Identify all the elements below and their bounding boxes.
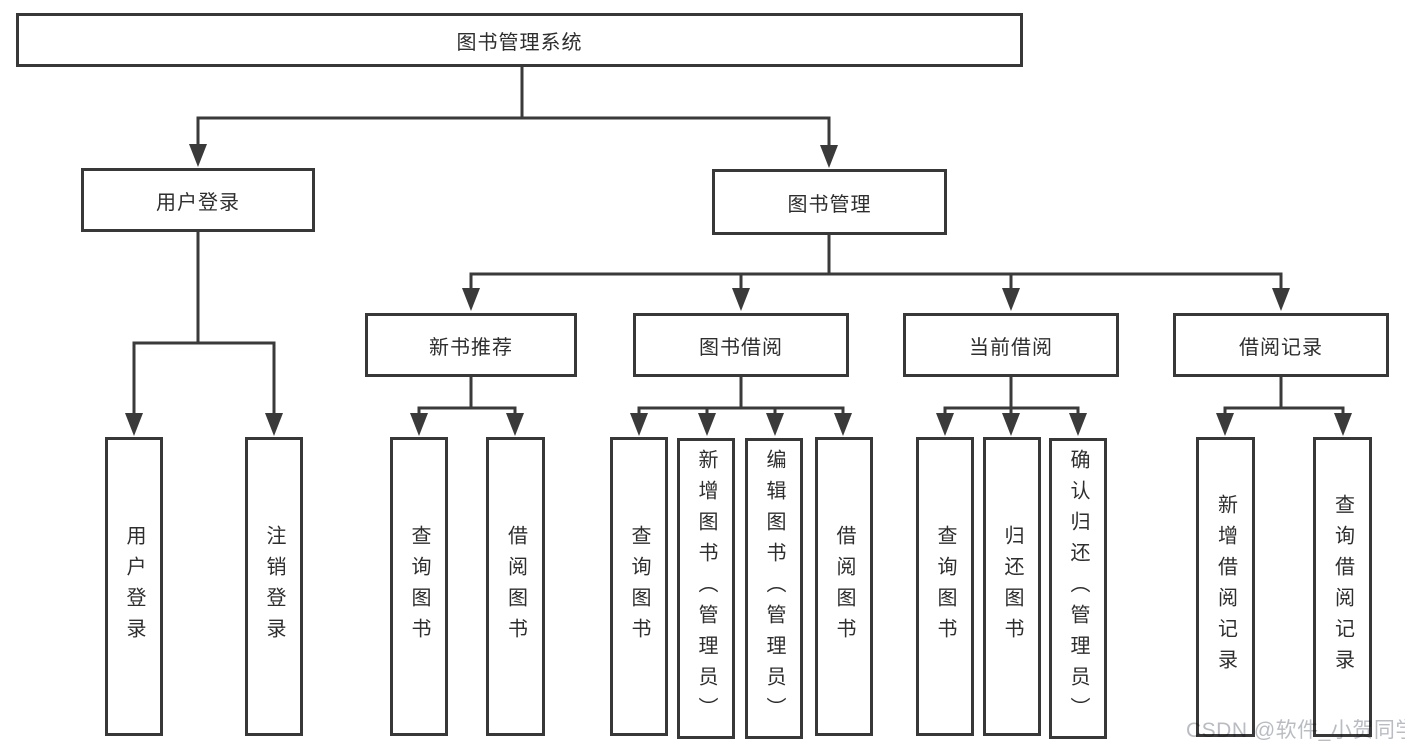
watermark-text: CSDN @软件_小贺同学: [1186, 719, 1405, 742]
leaf-borrow-book: 借阅图书: [815, 437, 873, 736]
leaf-record-query-label: 查询借阅记录: [1331, 494, 1354, 680]
leaf-current-confirm: 确认归还（管理员）: [1049, 438, 1107, 739]
leaf-borrow-book-label: 借阅图书: [833, 524, 855, 649]
leaf-current-query-label: 查询图书: [934, 524, 956, 649]
node-user-login-label: 用户登录: [156, 191, 240, 214]
leaf-borrow-add: 新增图书（管理员）: [677, 438, 735, 739]
node-new-books-label: 新书推荐: [429, 336, 513, 359]
connector-group-new-books: [410, 375, 524, 436]
leaf-record-add-label: 新增借阅记录: [1214, 494, 1237, 680]
node-book-mgmt: 图书管理: [712, 169, 947, 235]
leaf-borrow-add-label: 新增图书（管理员）: [695, 449, 717, 728]
node-user-login: 用户登录: [81, 168, 315, 232]
leaf-current-confirm-label: 确认归还（管理员）: [1067, 449, 1089, 728]
leaf-logout: 注销登录: [245, 437, 303, 736]
connector-group-root: [189, 65, 838, 168]
node-borrow-records: 借阅记录: [1173, 313, 1389, 377]
connector-group-current-borrow: [936, 375, 1087, 436]
connector-group-borrow-records: [1216, 375, 1352, 436]
node-root-label: 图书管理系统: [456, 31, 583, 54]
node-book-borrow-label: 图书借阅: [699, 336, 783, 359]
leaf-newbook-query-label: 查询图书: [408, 524, 430, 649]
leaf-user-login-label: 用户登录: [123, 524, 145, 649]
leaf-current-return: 归还图书: [983, 437, 1041, 736]
node-book-mgmt-label: 图书管理: [787, 193, 872, 216]
connector-group-user-login: [125, 230, 283, 436]
leaf-borrow-query-label: 查询图书: [628, 524, 650, 649]
leaf-record-add: 新增借阅记录: [1196, 437, 1255, 737]
node-current-borrow-label: 当前借阅: [969, 336, 1053, 359]
leaf-current-query: 查询图书: [916, 437, 974, 736]
leaf-borrow-edit: 编辑图书（管理员）: [745, 438, 803, 739]
node-book-borrow: 图书借阅: [633, 313, 849, 377]
node-new-books: 新书推荐: [365, 313, 577, 377]
node-current-borrow: 当前借阅: [903, 313, 1119, 377]
leaf-newbook-borrow: 借阅图书: [486, 437, 545, 736]
leaf-user-login: 用户登录: [105, 437, 163, 736]
node-root: 图书管理系统: [16, 13, 1023, 67]
node-borrow-records-label: 借阅记录: [1239, 336, 1323, 359]
leaf-record-query: 查询借阅记录: [1313, 437, 1372, 737]
leaf-current-return-label: 归还图书: [1001, 524, 1023, 649]
leaf-borrow-query: 查询图书: [610, 437, 668, 736]
leaf-logout-label: 注销登录: [263, 524, 285, 649]
leaf-newbook-query: 查询图书: [390, 437, 448, 736]
leaf-newbook-borrow-label: 借阅图书: [504, 524, 527, 649]
leaf-borrow-edit-label: 编辑图书（管理员）: [763, 449, 785, 728]
connector-group-book-mgmt: [462, 233, 1290, 311]
connector-group-book-borrow: [630, 375, 852, 436]
